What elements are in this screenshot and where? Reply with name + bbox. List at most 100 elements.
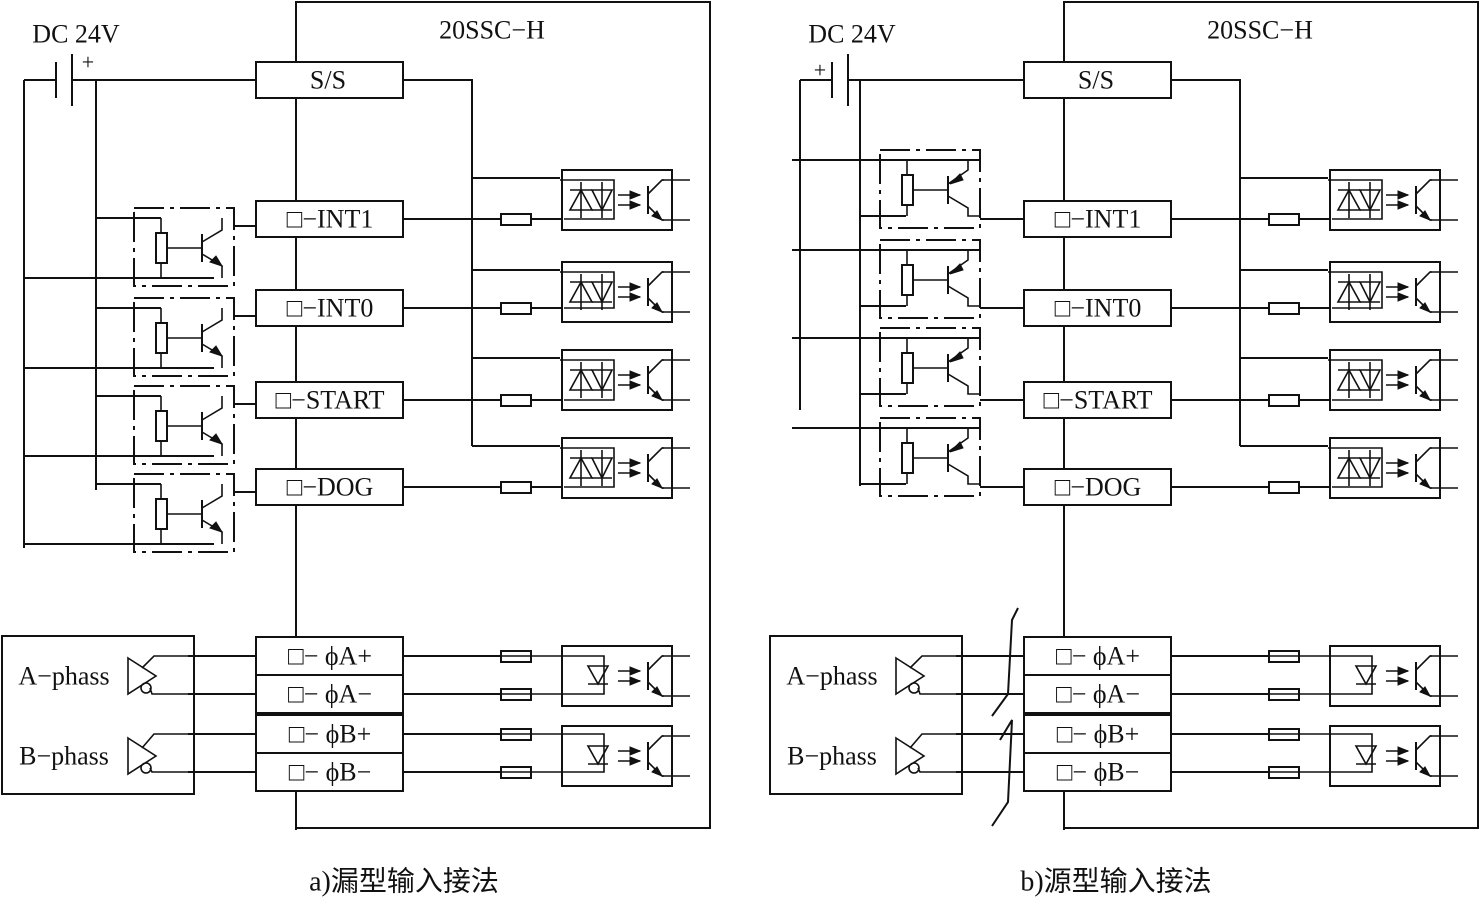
plus-sign: + (82, 50, 94, 75)
collector (947, 285, 980, 307)
optocoupler-body (561, 349, 673, 411)
pnp-sensor-block (879, 149, 981, 229)
light-arrow-icon (629, 292, 642, 302)
encoder-terminal-label: □− ϕA− (288, 680, 372, 709)
sensor-enclosure (879, 327, 981, 407)
resistor-icon (1268, 481, 1300, 494)
light-arrow-icon (1397, 468, 1410, 478)
resistor-body (1268, 394, 1300, 407)
optocoupler-icon (560, 349, 690, 411)
diode-up-icon (568, 188, 594, 211)
figure-caption: b)源型输入接法 (1020, 866, 1211, 898)
sensor-enclosure (133, 473, 235, 553)
inverter-bubble (908, 762, 920, 774)
emitter-arrow-icon (1419, 478, 1432, 489)
collector (947, 373, 980, 395)
resistor-body (1268, 302, 1300, 315)
light-arrow-icon (629, 380, 642, 390)
emitter (201, 431, 223, 456)
light-arrow-icon (1397, 282, 1410, 292)
collector (947, 463, 980, 485)
emitter (201, 253, 223, 278)
resistor-icon (901, 352, 914, 384)
input-terminal-label: □−INT0 (1055, 294, 1142, 323)
diode-down-icon (590, 281, 614, 304)
light-arrow-icon (629, 458, 642, 468)
light-arrow-icon (1397, 746, 1410, 756)
encoder-box (1, 635, 195, 795)
encoder-terminal-label: □− ϕB+ (289, 720, 372, 749)
diode-up-icon (568, 280, 594, 303)
emitter-arrow-icon (949, 173, 964, 185)
line-driver-icon (895, 655, 956, 696)
input-terminal-label: □−DOG (287, 473, 374, 502)
optocoupler-icon (502, 725, 690, 787)
driver-out (149, 687, 188, 695)
terminal-s-s-label: S/S (1078, 66, 1114, 95)
optocoupler-icon (1270, 645, 1458, 707)
diode-icon (586, 665, 610, 686)
encoder-box (769, 635, 963, 795)
optocoupler-icon (560, 261, 690, 323)
emitter-arrow-icon (1419, 210, 1432, 221)
collector (201, 308, 223, 333)
power-label: DC 24V (32, 20, 120, 49)
driver-out (149, 767, 188, 773)
optocoupler-icon (1270, 725, 1458, 787)
driver-out (917, 767, 956, 773)
emitter-arrow-icon (651, 302, 664, 313)
inverter-bubble (140, 682, 152, 694)
light-arrow-icon (1397, 380, 1410, 390)
emitter-arrow-icon (949, 263, 964, 275)
diode-icon (1354, 665, 1378, 686)
emitter-arrow-icon (651, 210, 664, 221)
diode-down-icon (1358, 457, 1382, 480)
light-arrow-icon (1397, 756, 1410, 766)
input-terminal-label: □−INT1 (287, 205, 374, 234)
diode-down-icon (1358, 369, 1382, 392)
inverter-bubble (140, 762, 152, 774)
optocoupler-body (1329, 261, 1441, 323)
light-arrow-icon (1397, 190, 1410, 200)
resistor-body (500, 481, 532, 494)
emitter-arrow-icon (651, 686, 664, 697)
encoder-terminal-label: □− ϕA+ (288, 642, 372, 671)
npn-sensor-block (133, 207, 235, 287)
optocoupler-body (1329, 169, 1441, 231)
driver-out (909, 733, 956, 749)
encoder-terminal-label: □− ϕB+ (1057, 720, 1140, 749)
led-loop (560, 359, 615, 401)
diode-down-icon (1358, 189, 1382, 212)
light-arrow-icon (629, 200, 642, 210)
emitter-arrow-icon (949, 441, 964, 453)
emitter-arrow-icon (1419, 302, 1432, 313)
light-arrow-icon (1397, 666, 1410, 676)
emitter-arrow-icon (1419, 686, 1432, 697)
led-loop (1270, 655, 1373, 695)
line-driver-icon (127, 655, 188, 696)
resistor-body (500, 302, 532, 315)
npn-sensor-block (133, 297, 235, 377)
collector (201, 396, 223, 421)
optocoupler-body (1329, 349, 1441, 411)
diode-up-icon (1336, 280, 1362, 303)
common-bus (1171, 79, 1241, 446)
light-arrow-icon (1397, 200, 1410, 210)
input-terminal (1023, 381, 1172, 419)
sensor-enclosure (133, 297, 235, 377)
optocoupler-body (561, 261, 673, 323)
collector (201, 218, 223, 243)
encoder-phase-b-label: B−phass (787, 742, 877, 771)
panel-sink-input: 20SSC−HDC 24V+S/S□−INT1□−INT0□−START□−DO… (1, 1, 711, 898)
optocoupler-icon (560, 437, 690, 499)
figure-caption: a)漏型输入接法 (309, 866, 499, 898)
light-arrow-icon (1397, 458, 1410, 468)
light-arrow-icon (629, 666, 642, 676)
led-loop (560, 179, 615, 220)
emitter-arrow-icon (1419, 766, 1432, 777)
cable-break-mark (991, 607, 1019, 717)
resistor-icon (500, 481, 532, 494)
resistor-icon (1268, 302, 1300, 315)
line-driver-icon (127, 733, 188, 776)
led-loop (1328, 271, 1383, 309)
